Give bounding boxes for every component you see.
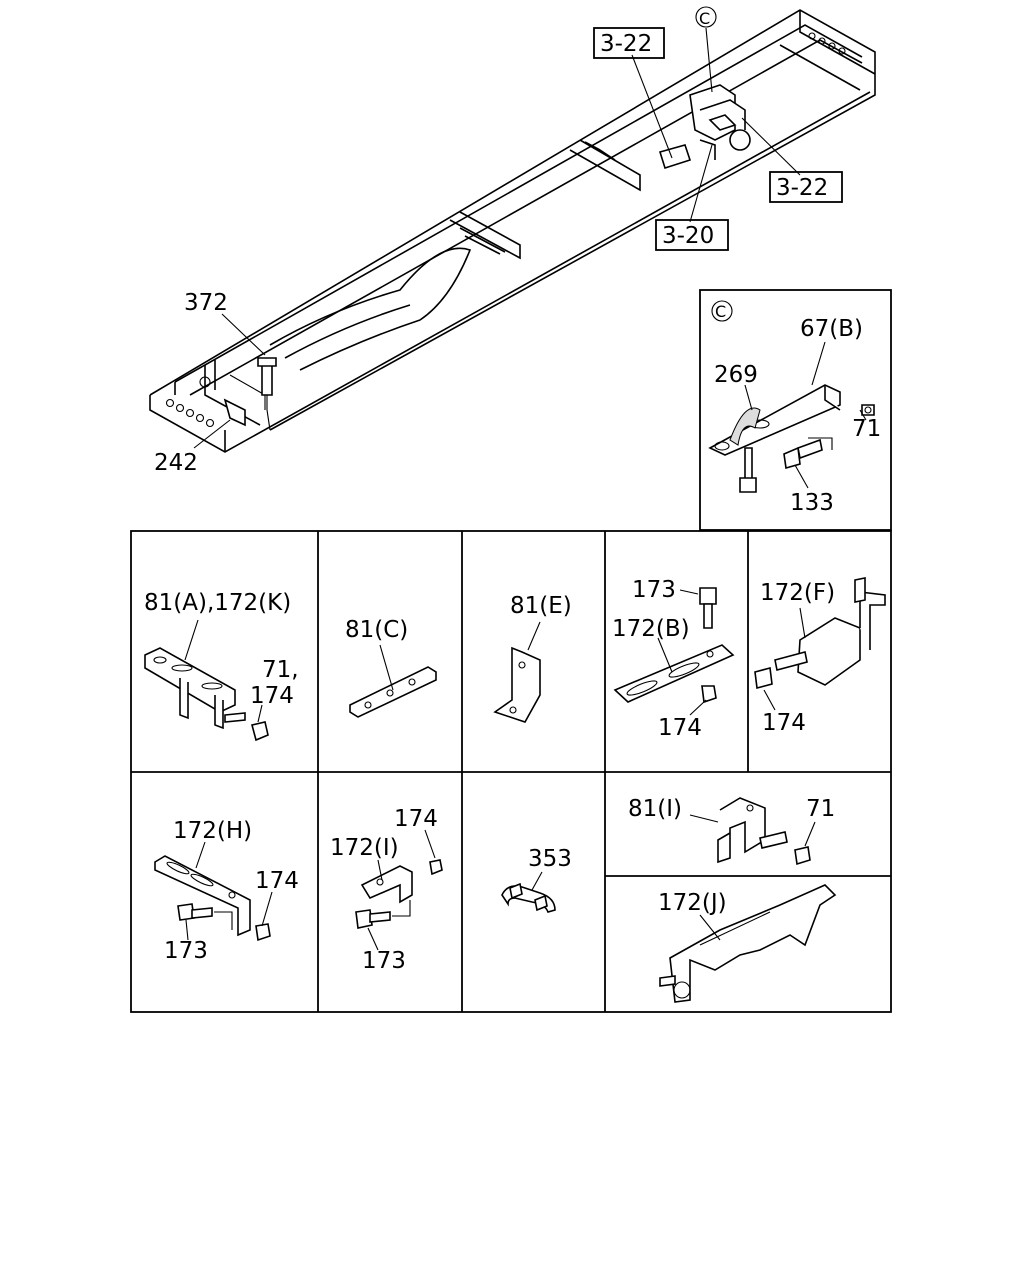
c6-label-a: 172(H) (173, 818, 252, 844)
part-133-label: 133 (790, 490, 834, 516)
c10-parts (659, 884, 837, 1003)
detail-c-box (699, 289, 892, 531)
c6-label-b: 174 (255, 868, 299, 894)
c8-label-a: 353 (528, 846, 572, 872)
c1-parts (144, 619, 269, 742)
c2-parts (349, 644, 437, 718)
part-67b-label: 67(B) (800, 316, 863, 342)
c7-parts (355, 829, 443, 951)
c4-label-a: 173 (632, 577, 676, 603)
c3-label-a: 81(E) (510, 593, 572, 619)
ref-3-20-label: 3-20 (662, 223, 714, 249)
c5-label-b: 174 (762, 710, 806, 736)
part-71-label: 71 (852, 416, 881, 442)
ref-box-3-20 (655, 219, 729, 251)
c7-label-a: 174 (394, 806, 438, 832)
c1-label-b: 71, (262, 657, 299, 683)
ref-box-3-22-right (769, 171, 843, 203)
c5-label-a: 172(F) (760, 580, 835, 606)
callout-c-circle (695, 6, 717, 28)
c9-label-a: 81(I) (628, 796, 682, 822)
callout-c-label: C (699, 9, 710, 28)
c4-label-c: 174 (658, 715, 702, 741)
c7-label-c: 173 (362, 948, 406, 974)
c2-label-a: 81(C) (345, 617, 408, 643)
c4-parts (613, 587, 735, 716)
ref-box-3-22-top (593, 27, 665, 59)
ref-3-22-top-label: 3-22 (600, 31, 652, 57)
frame-leader-lines (193, 27, 801, 449)
c10-label-a: 172(J) (658, 890, 727, 916)
c6-label-c: 173 (164, 938, 208, 964)
c6-parts (154, 841, 273, 942)
c9-parts (689, 797, 816, 866)
c5-parts (754, 577, 886, 711)
detail-c-tag: C (715, 302, 726, 321)
c7-label-b: 172(I) (330, 835, 399, 861)
part-372-label: 372 (184, 290, 228, 316)
c4-label-b: 172(B) (612, 616, 690, 642)
c1-label-a: 81(A),172(K) (144, 590, 291, 616)
c1-label-c: 174 (250, 683, 294, 709)
parts-grid (130, 530, 892, 1013)
c8-parts (501, 871, 556, 913)
c3-parts (493, 621, 541, 723)
part-269-label: 269 (714, 362, 758, 388)
chassis-frame (149, 9, 876, 453)
c9-label-b: 71 (806, 796, 835, 822)
part-242-label: 242 (154, 450, 198, 476)
ref-3-22-right-label: 3-22 (776, 175, 828, 201)
detail-c-circle (711, 300, 733, 322)
detail-c-parts (708, 341, 875, 493)
